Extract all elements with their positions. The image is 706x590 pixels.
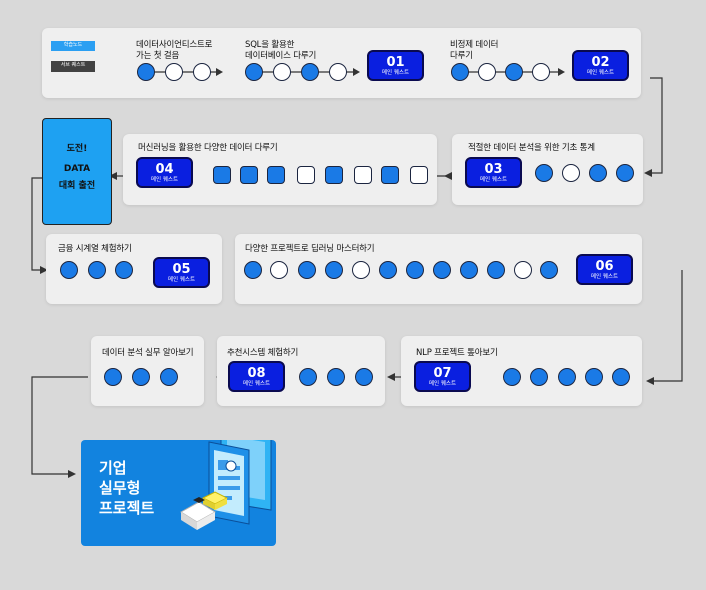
legend-learning-node: 학습노드 [51, 41, 95, 51]
challenge-line2: DATA [63, 164, 91, 174]
quest-label: 메인 퀘스트 [242, 381, 271, 387]
learning-node[interactable] [104, 368, 122, 386]
learning-node[interactable] [616, 164, 634, 182]
learning-node[interactable] [478, 63, 496, 81]
learning-node[interactable] [503, 368, 521, 386]
challenge-line1: 도전! [66, 144, 88, 154]
quest-label: 메인 퀘스트 [150, 177, 179, 183]
learning-node[interactable] [589, 164, 607, 182]
section-title: NLP 프로젝트 톺아보기 [416, 348, 498, 358]
learning-node[interactable] [433, 261, 451, 279]
learning-node[interactable] [329, 63, 347, 81]
quest-label: 메인 퀘스트 [479, 177, 508, 183]
quest-label: 메인 퀘스트 [381, 70, 410, 76]
learning-node[interactable] [299, 368, 317, 386]
main-quest-03[interactable]: 03 메인 퀘스트 [465, 157, 522, 188]
learning-node[interactable] [137, 63, 155, 81]
learning-node[interactable] [585, 368, 603, 386]
learning-node[interactable] [505, 63, 523, 81]
main-quest-06[interactable]: 06 메인 퀘스트 [576, 254, 633, 285]
learning-node[interactable] [379, 261, 397, 279]
learning-node[interactable] [240, 166, 258, 184]
quest-number: 02 [591, 55, 610, 70]
learning-node[interactable] [406, 261, 424, 279]
learning-node[interactable] [460, 261, 478, 279]
main-quest-05[interactable]: 05 메인 퀘스트 [153, 257, 210, 288]
challenge-data-contest[interactable]: 도전! DATA 대회 출전 [42, 118, 112, 225]
quest-number: 05 [172, 262, 191, 277]
main-quest-07[interactable]: 07 메인 퀘스트 [414, 361, 471, 392]
quest-number: 06 [595, 259, 614, 274]
learning-node[interactable] [562, 164, 580, 182]
quest-number: 04 [155, 162, 174, 177]
learning-node[interactable] [355, 368, 373, 386]
learning-node[interactable] [88, 261, 106, 279]
main-quest-02[interactable]: 02 메인 퀘스트 [572, 50, 629, 81]
learning-node[interactable] [193, 63, 211, 81]
final-enterprise-project[interactable]: 기업 실무형 프로젝트 [81, 440, 276, 546]
section-title: 다양한 프로젝트로 딥러닝 마스터하기 [245, 244, 375, 254]
quest-label: 메인 퀘스트 [167, 277, 196, 283]
challenge-line3: 대회 출전 [58, 181, 96, 191]
section-title: 비정제 데이터 다루기 [450, 40, 499, 61]
quest-number: 07 [433, 366, 452, 381]
learning-node[interactable] [267, 166, 285, 184]
section-title: SQL을 활용한 데이터베이스 다루기 [245, 40, 317, 61]
main-quest-01[interactable]: 01 메인 퀘스트 [367, 50, 424, 81]
learning-node[interactable] [530, 368, 548, 386]
final-title: 기업 실무형 프로젝트 [99, 459, 155, 517]
learning-node[interactable] [410, 166, 428, 184]
learning-node[interactable] [115, 261, 133, 279]
quest-label: 메인 퀘스트 [428, 381, 457, 387]
quest-number: 03 [484, 162, 503, 177]
section-title: 금융 시계열 체험하기 [58, 244, 132, 254]
learning-node[interactable] [451, 63, 469, 81]
section-title: 데이터사이언티스트로 가는 첫 걸음 [136, 40, 213, 61]
learning-node[interactable] [352, 261, 370, 279]
section-title: 데이터 분석 실무 알아보기 [102, 348, 194, 358]
learning-node[interactable] [298, 261, 316, 279]
learning-node[interactable] [487, 261, 505, 279]
learning-node[interactable] [132, 368, 150, 386]
learning-node[interactable] [160, 368, 178, 386]
learning-node[interactable] [165, 63, 183, 81]
section-title: 적절한 데이터 분석을 위한 기초 통계 [468, 143, 595, 153]
learning-node[interactable] [297, 166, 315, 184]
learning-node[interactable] [535, 164, 553, 182]
learning-node[interactable] [273, 63, 291, 81]
section-title: 머신러닝을 활용한 다양한 데이터 다루기 [138, 143, 278, 153]
learning-node[interactable] [325, 261, 343, 279]
learning-node[interactable] [354, 166, 372, 184]
main-quest-04[interactable]: 04 메인 퀘스트 [136, 157, 193, 188]
learning-node[interactable] [532, 63, 550, 81]
learning-node[interactable] [540, 261, 558, 279]
quest-label: 메인 퀘스트 [590, 274, 619, 280]
learning-node[interactable] [60, 261, 78, 279]
section-title: 추천시스템 체험하기 [227, 348, 299, 358]
quest-number: 08 [247, 366, 266, 381]
learning-node[interactable] [213, 166, 231, 184]
learning-node[interactable] [514, 261, 532, 279]
quest-label: 메인 퀘스트 [586, 70, 615, 76]
learning-node[interactable] [325, 166, 343, 184]
learning-node[interactable] [301, 63, 319, 81]
learning-node[interactable] [244, 261, 262, 279]
main-quest-08[interactable]: 08 메인 퀘스트 [228, 361, 285, 392]
learning-node[interactable] [612, 368, 630, 386]
quest-number: 01 [386, 55, 405, 70]
learning-node[interactable] [270, 261, 288, 279]
learning-node[interactable] [327, 368, 345, 386]
learning-node[interactable] [381, 166, 399, 184]
learning-node[interactable] [245, 63, 263, 81]
project-illustration [180, 440, 272, 530]
learning-node[interactable] [558, 368, 576, 386]
legend-sub-quest: 서브 퀘스트 [51, 61, 95, 72]
